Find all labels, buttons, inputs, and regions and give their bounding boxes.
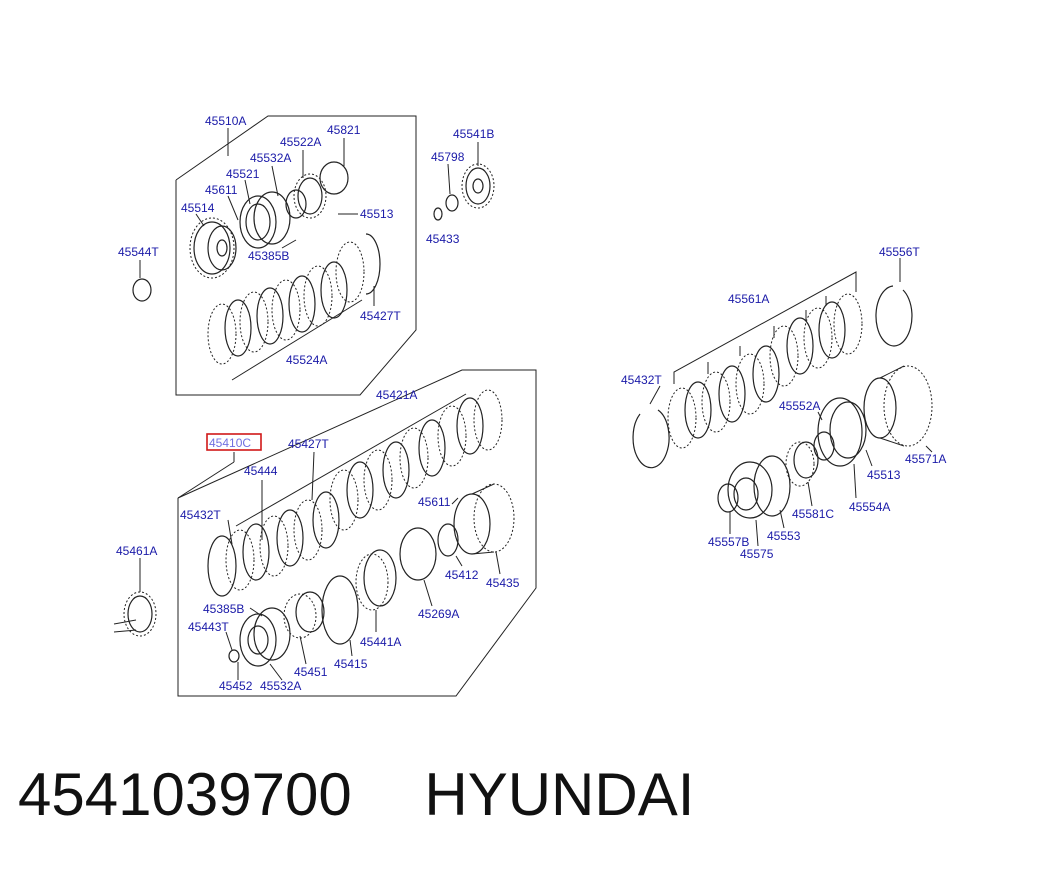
callout-45410C[interactable]: 45410C [209,436,251,450]
callout-45451: 45451 [294,665,328,679]
callout-45524A: 45524A [286,353,327,367]
carrier-45532A [239,607,291,667]
ring-45269A [399,527,437,581]
sun-gear-45514 [189,217,237,279]
callout-45427T-mid: 45427T [288,437,329,451]
hub-45441A [355,549,397,611]
callout-45553: 45553 [767,529,801,543]
callout-45798: 45798 [431,150,465,164]
callout-45514: 45514 [181,201,215,215]
group-45561A [632,258,933,547]
callout-45522A: 45522A [280,135,321,149]
thrust-washer-45544T [132,278,152,302]
ring-45415 [321,575,359,645]
callout-45557B: 45557B [708,535,749,549]
exploded-parts-diagram: 45510A 45821 45522A 45532A 45521 45611 4… [113,114,946,697]
callout-45611-mid: 45611 [418,495,451,509]
gear-45541B [461,142,495,209]
carrier-45521 [239,191,291,249]
group-45410C [177,369,537,697]
callout-45575: 45575 [740,547,774,561]
planet-45522A [285,173,327,219]
brand-name: HYUNDAI [424,761,695,828]
callout-45510A: 45510A [205,114,246,128]
bearing-45581C [785,441,819,507]
callout-45556T: 45556T [879,245,920,259]
clutch-pack-45561A [667,293,863,449]
callout-45444: 45444 [244,464,278,478]
ring-45798 [445,194,459,212]
callout-45412: 45412 [445,568,479,582]
callout-45269A: 45269A [418,607,459,621]
callout-45544T: 45544T [118,245,159,259]
drum-45571A [863,365,933,453]
callout-45452: 45452 [219,679,253,693]
snap-ring-45821 [319,161,349,195]
ring-45557B [717,483,739,513]
callout-45461A: 45461A [116,544,157,558]
callout-45554A: 45554A [849,500,890,514]
shaft-gear-45461A [113,558,157,637]
callout-45421A: 45421A [376,388,417,402]
callout-45432T-right: 45432T [621,373,662,387]
callout-45532A-bot: 45532A [260,679,301,693]
part-caption: 4541039700 HYUNDAI [18,760,694,829]
part-number: 4541039700 [18,761,352,828]
callout-45611-top: 45611 [205,183,238,197]
callout-45513-top: 45513 [360,207,394,221]
piston-45554A [813,397,867,499]
drum-45435 [437,483,515,557]
callout-45552A: 45552A [779,399,820,413]
callout-45513-right: 45513 [867,468,901,482]
clutch-pack-45524A [207,233,381,365]
callout-45571A: 45571A [905,452,946,466]
hub-45553 [727,455,791,547]
callout-45821: 45821 [327,123,361,137]
callout-45435: 45435 [486,576,520,590]
callout-45581C: 45581C [792,507,834,521]
callout-45541B: 45541B [453,127,494,141]
group-45510A [175,115,417,396]
callout-45385B-mid: 45385B [203,602,244,616]
callout-45427T-top: 45427T [360,309,401,323]
callout-45441A: 45441A [360,635,401,649]
callout-45432T-mid: 45432T [180,508,221,522]
callout-45532A-top: 45532A [250,151,291,165]
callout-45561A: 45561A [728,292,769,306]
highlight-box-45410C [206,433,262,451]
callout-45415: 45415 [334,657,368,671]
callout-45433: 45433 [426,232,460,246]
callout-45521: 45521 [226,167,260,181]
callout-45385B-top: 45385B [248,249,289,263]
callout-labels: 45510A 45821 45522A 45532A 45521 45611 4… [116,114,946,693]
ring-45433 [433,207,443,221]
ring-45452 [228,649,240,663]
clutch-pack-45421A [207,389,503,597]
callout-45443T: 45443T [188,620,229,634]
